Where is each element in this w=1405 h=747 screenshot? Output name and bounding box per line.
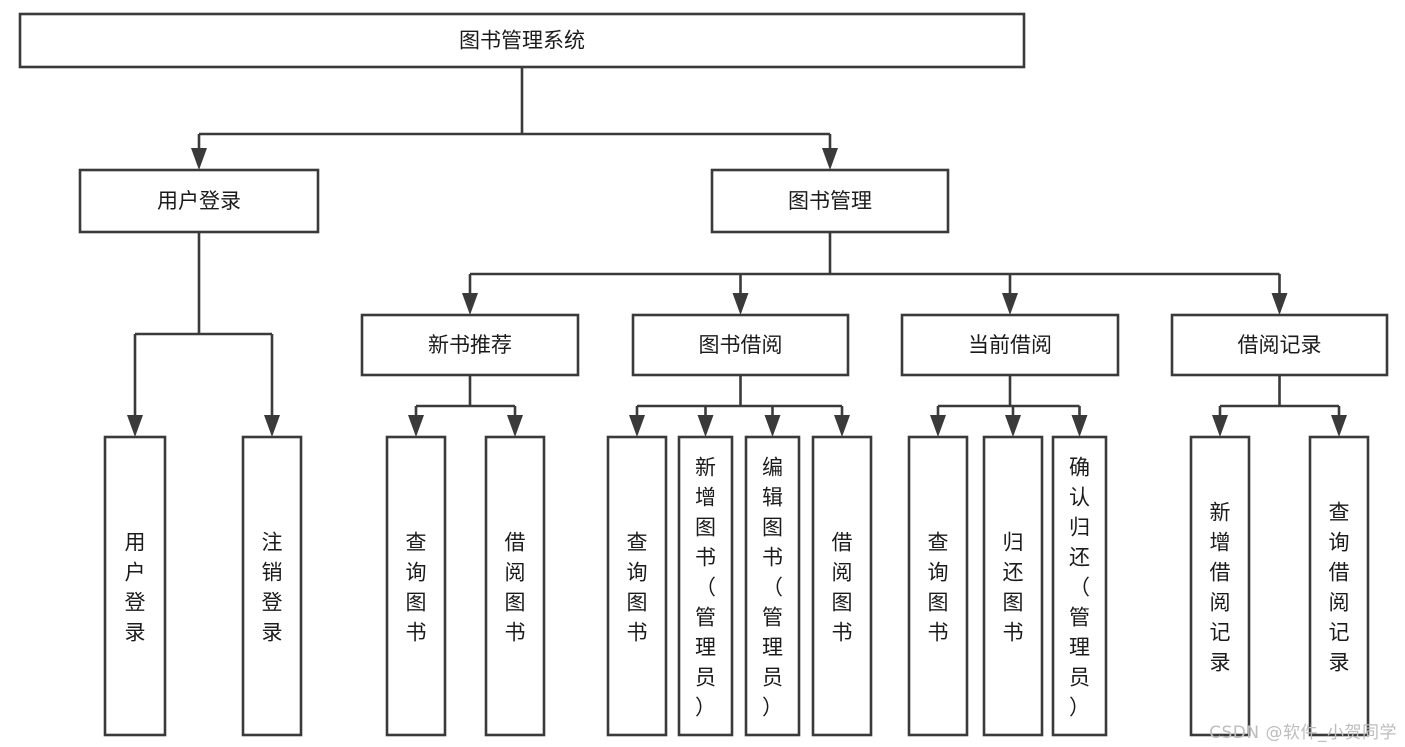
- node-leaf-query-record-label: 查询借阅记录: [1329, 500, 1350, 674]
- node-borrow-record-label: 借阅记录: [1238, 333, 1322, 357]
- arrow-head-icon: [1271, 293, 1288, 315]
- node-leaf-borrow-book[interactable]: 借阅图书: [811, 435, 873, 737]
- node-leaf-borrow-book-new-rect[interactable]: [484, 435, 546, 737]
- node-new-book-recommend[interactable]: 新书推荐: [360, 313, 580, 377]
- node-borrow-record[interactable]: 借阅记录: [1170, 313, 1389, 377]
- node-leaf-confirm-return-label: 确认归还（管理员）: [1069, 455, 1090, 719]
- node-leaf-query-book-borrow-label: 查询图书: [627, 530, 648, 644]
- node-book-borrow-label: 图书借阅: [699, 333, 783, 357]
- node-leaf-borrow-book-new[interactable]: 借阅图书: [484, 435, 546, 737]
- node-leaf-query-book-borrow-rect[interactable]: [606, 435, 668, 737]
- arrow-head-icon: [462, 293, 478, 315]
- node-leaf-return-book[interactable]: 归还图书: [982, 435, 1044, 737]
- node-new-book-recommend-rect[interactable]: [360, 313, 580, 377]
- node-leaf-borrow-book-rect[interactable]: [811, 435, 873, 737]
- node-leaf-query-book-cur-rect[interactable]: [907, 435, 969, 737]
- node-root-system-rect[interactable]: [18, 12, 1026, 69]
- arrow-head-icon: [191, 148, 207, 170]
- arrow-head-icon: [127, 415, 143, 437]
- node-leaf-query-book-cur-label: 查询图书: [928, 530, 949, 644]
- arrow-head-icon: [834, 415, 850, 437]
- node-leaf-return-book-label: 归还图书: [1003, 530, 1024, 644]
- node-leaf-user-login-label: 用户登录: [125, 530, 146, 644]
- arrow-head-icon: [264, 415, 280, 437]
- arrow-head-icon: [822, 148, 838, 170]
- arrow-head-icon: [1071, 415, 1088, 437]
- node-leaf-query-record[interactable]: 查询借阅记录: [1308, 435, 1370, 737]
- arrow-head-icon: [732, 293, 749, 315]
- node-leaf-logout-login[interactable]: 注销登录: [241, 435, 303, 737]
- node-book-management-label: 图书管理: [788, 189, 872, 213]
- node-book-borrow[interactable]: 图书借阅: [631, 313, 850, 377]
- node-borrow-record-rect[interactable]: [1170, 313, 1389, 377]
- arrow-head-icon: [507, 415, 523, 437]
- node-current-borrow-rect[interactable]: [900, 313, 1120, 377]
- watermark-text: CSDN @软件_小贺同学: [1209, 723, 1397, 743]
- arrow-head-icon: [930, 415, 946, 437]
- node-layer: 图书管理系统用户登录图书管理新书推荐图书借阅当前借阅借阅记录用户登录注销登录查询…: [18, 12, 1389, 737]
- connector-layer: [127, 67, 1347, 437]
- arrow-head-icon: [1331, 415, 1347, 437]
- node-leaf-logout-login-label: 注销登录: [262, 530, 283, 644]
- node-book-management-rect[interactable]: [710, 168, 950, 234]
- node-root-system[interactable]: 图书管理系统: [18, 12, 1026, 69]
- node-leaf-query-book-borrow[interactable]: 查询图书: [606, 435, 668, 737]
- node-leaf-add-record[interactable]: 新增借阅记录: [1189, 435, 1251, 737]
- arrow-head-icon: [1002, 293, 1018, 315]
- node-leaf-edit-book-admin-rect[interactable]: [744, 435, 801, 737]
- node-leaf-add-record-rect[interactable]: [1189, 435, 1251, 737]
- node-book-borrow-rect[interactable]: [631, 313, 850, 377]
- node-leaf-add-book-admin-label: 新增图书（管理员）: [695, 455, 716, 719]
- node-leaf-add-book-admin-rect[interactable]: [677, 435, 734, 737]
- node-leaf-query-record-rect[interactable]: [1308, 435, 1370, 737]
- node-new-book-recommend-label: 新书推荐: [428, 333, 512, 357]
- node-leaf-borrow-book-new-label: 借阅图书: [505, 530, 526, 644]
- arrow-head-icon: [1005, 415, 1021, 437]
- node-leaf-add-record-label: 新增借阅记录: [1210, 500, 1231, 674]
- node-leaf-edit-book-admin[interactable]: 编辑图书（管理员）: [744, 435, 801, 737]
- node-leaf-confirm-return-rect[interactable]: [1051, 435, 1108, 737]
- node-current-borrow-label: 当前借阅: [968, 333, 1052, 357]
- node-current-borrow[interactable]: 当前借阅: [900, 313, 1120, 377]
- node-leaf-borrow-book-label: 借阅图书: [832, 530, 853, 644]
- arrow-head-icon: [629, 415, 645, 437]
- arrow-head-icon: [764, 415, 781, 437]
- arrow-head-icon: [697, 415, 714, 437]
- arrow-head-icon: [408, 415, 424, 437]
- node-leaf-query-book-new[interactable]: 查询图书: [385, 435, 447, 737]
- node-leaf-add-book-admin[interactable]: 新增图书（管理员）: [677, 435, 734, 737]
- node-leaf-confirm-return[interactable]: 确认归还（管理员）: [1051, 435, 1108, 737]
- node-leaf-logout-login-rect[interactable]: [241, 435, 303, 737]
- node-user-login-label: 用户登录: [157, 189, 241, 213]
- node-user-login-rect[interactable]: [78, 168, 320, 234]
- node-leaf-user-login[interactable]: 用户登录: [103, 435, 167, 737]
- node-user-login[interactable]: 用户登录: [78, 168, 320, 234]
- node-leaf-query-book-new-label: 查询图书: [406, 530, 427, 644]
- node-leaf-edit-book-admin-label: 编辑图书（管理员）: [762, 455, 783, 719]
- node-leaf-query-book-cur[interactable]: 查询图书: [907, 435, 969, 737]
- node-leaf-user-login-rect[interactable]: [103, 435, 167, 737]
- node-leaf-query-book-new-rect[interactable]: [385, 435, 447, 737]
- arrow-head-icon: [1212, 415, 1228, 437]
- node-leaf-return-book-rect[interactable]: [982, 435, 1044, 737]
- node-root-system-label: 图书管理系统: [459, 29, 585, 53]
- node-book-management[interactable]: 图书管理: [710, 168, 950, 234]
